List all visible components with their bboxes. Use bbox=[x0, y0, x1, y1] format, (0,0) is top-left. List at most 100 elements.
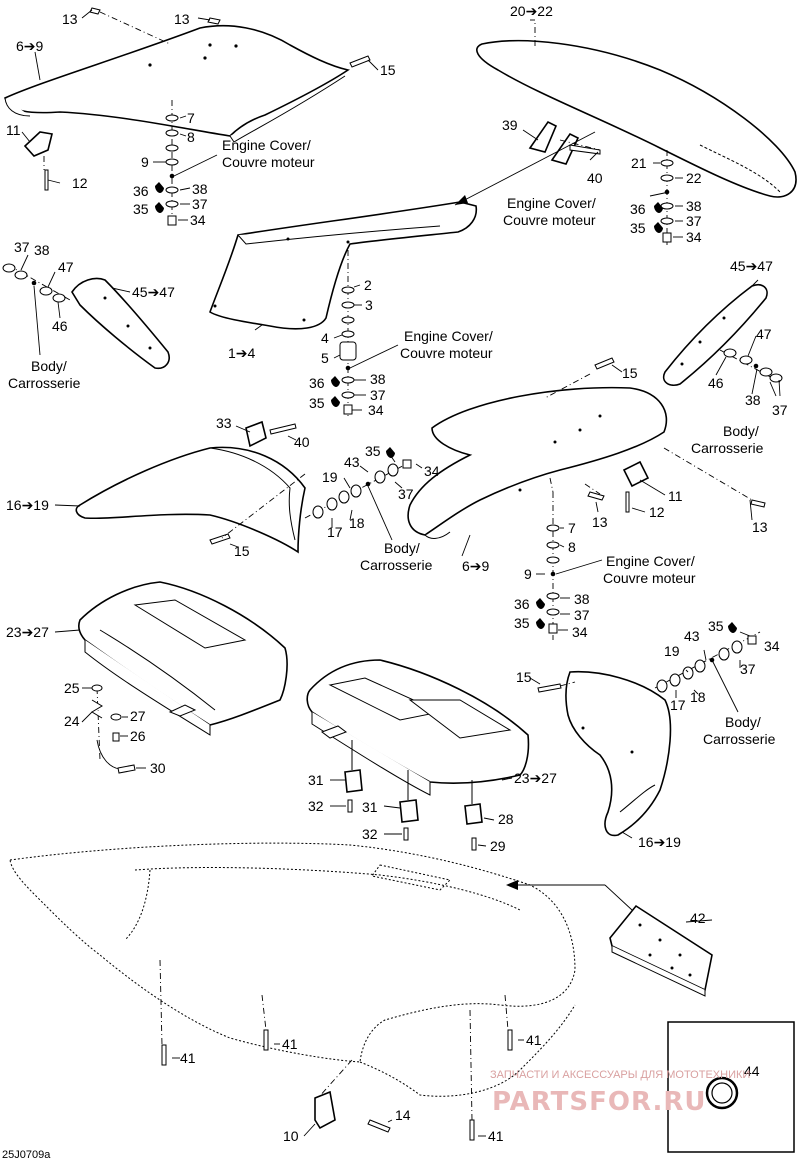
callout-5: 5 bbox=[321, 350, 329, 366]
body-tub bbox=[9, 842, 576, 1097]
callout-38-right: 38 bbox=[745, 392, 761, 408]
engine-cover-label-a-1: Engine Cover/ bbox=[222, 137, 311, 153]
callout-20-22: 20➔22 bbox=[510, 3, 553, 19]
callout-11-mid: 11 bbox=[668, 488, 683, 504]
hardware-backrest-left bbox=[304, 459, 412, 519]
callout-23-27-right: 23➔27 bbox=[514, 770, 557, 786]
callout-41-d: 41 bbox=[488, 1128, 504, 1144]
callout-19-b: 19 bbox=[664, 643, 680, 659]
callout-22: 22 bbox=[686, 170, 702, 186]
engine-cover-label-c-1: Engine Cover/ bbox=[404, 328, 493, 344]
diagram-code: 25J0709a bbox=[2, 1149, 51, 1161]
assembly-arrows bbox=[454, 131, 633, 911]
callout-38-left: 38 bbox=[34, 242, 50, 258]
screws bbox=[44, 7, 766, 1141]
watermark-line-1: ЗАПЧАСТИ И АКСЕССУАРЫ ДЛЯ МОТОТЕХНИКИ bbox=[490, 1069, 750, 1081]
engine-cover-label-a-2: Couvre moteur bbox=[222, 154, 315, 170]
callout-41-b: 41 bbox=[282, 1036, 298, 1052]
callout-8-b: 8 bbox=[568, 539, 576, 555]
callout-4: 4 bbox=[321, 330, 329, 346]
hand-grip-left bbox=[71, 277, 170, 370]
watermark-line-2: PARTSFOR.RU bbox=[492, 1087, 706, 1117]
callout-44: 44 bbox=[744, 1063, 760, 1079]
callout-1-4: 1➔4 bbox=[228, 345, 256, 361]
callout-16-19-right: 16➔19 bbox=[638, 834, 681, 850]
callout-37-a: 37 bbox=[192, 196, 208, 212]
callout-13-top-a: 13 bbox=[62, 11, 78, 27]
seat-lower-left bbox=[78, 581, 288, 736]
backrest-right bbox=[565, 670, 672, 837]
callout-6-9-top: 6➔9 bbox=[16, 38, 44, 54]
seat-lower-middle bbox=[306, 659, 530, 796]
engine-cover-label-c-2: Couvre moteur bbox=[400, 345, 493, 361]
callout-46-right: 46 bbox=[708, 375, 724, 391]
callout-32-a: 32 bbox=[308, 798, 324, 814]
body-label-b-2: Carrosserie bbox=[691, 440, 764, 456]
callout-23-27-left: 23➔27 bbox=[6, 624, 49, 640]
seat-cushion-middle-right bbox=[407, 386, 668, 539]
callout-32-b: 32 bbox=[362, 826, 378, 842]
callout-15-mid: 15 bbox=[622, 365, 638, 381]
callout-25: 25 bbox=[64, 680, 80, 696]
hardware-right-grip bbox=[719, 348, 783, 383]
body-label-b-1: Body/ bbox=[723, 423, 759, 439]
engine-cover-label-b-1: Engine Cover/ bbox=[507, 195, 596, 211]
callout-13-top-b: 13 bbox=[174, 11, 190, 27]
callout-45-47-left: 45➔47 bbox=[132, 284, 175, 300]
hardware-stack-middle-right bbox=[546, 492, 560, 640]
body-label-d-2: Carrosserie bbox=[703, 731, 776, 747]
callout-30: 30 bbox=[150, 760, 166, 776]
callout-35-a: 35 bbox=[133, 201, 149, 217]
callout-33: 33 bbox=[216, 415, 232, 431]
callout-3: 3 bbox=[365, 297, 373, 313]
callout-26: 26 bbox=[130, 728, 146, 744]
brackets-39 bbox=[528, 120, 580, 165]
callout-8-a: 8 bbox=[187, 129, 195, 145]
inset-44 bbox=[667, 1021, 795, 1153]
callout-2: 2 bbox=[364, 277, 372, 293]
body-label-a-1: Body/ bbox=[31, 358, 67, 374]
callout-40-b: 40 bbox=[294, 434, 310, 450]
body-label-d-1: Body/ bbox=[725, 714, 761, 730]
callout-38-b: 38 bbox=[686, 198, 702, 214]
sealant-drop-icons bbox=[155, 182, 737, 633]
callout-38-d: 38 bbox=[574, 591, 590, 607]
callout-16-19-left: 16➔19 bbox=[6, 497, 49, 513]
callout-37-b: 37 bbox=[686, 213, 702, 229]
backrest-left bbox=[75, 420, 306, 554]
callout-34-d: 34 bbox=[424, 463, 440, 479]
callout-41-c: 41 bbox=[526, 1032, 542, 1048]
callout-13-right: 13 bbox=[752, 519, 768, 535]
hardware-stack-top bbox=[165, 100, 179, 226]
callout-17-a: 17 bbox=[327, 524, 343, 540]
leader-lines bbox=[20, 9, 781, 1137]
callout-7-b: 7 bbox=[568, 520, 576, 536]
callout-46-left: 46 bbox=[52, 318, 68, 334]
callout-43-a: 43 bbox=[344, 454, 360, 470]
callout-41-a: 41 bbox=[180, 1050, 196, 1066]
callout-34-e: 34 bbox=[572, 624, 588, 640]
seat-cushion-top-right bbox=[476, 39, 797, 198]
hardware-left-grip bbox=[2, 263, 71, 303]
callout-35-f: 35 bbox=[708, 618, 724, 634]
callout-17-b: 17 bbox=[670, 697, 686, 713]
callout-37-d: 37 bbox=[398, 486, 414, 502]
callout-34-a: 34 bbox=[190, 212, 206, 228]
callout-10: 10 bbox=[283, 1128, 299, 1144]
callout-47-right: 47 bbox=[756, 326, 772, 342]
engine-cover-label-d-1: Engine Cover/ bbox=[606, 553, 695, 569]
callout-35-e: 35 bbox=[514, 615, 530, 631]
callout-34-f: 34 bbox=[764, 638, 780, 654]
hardware-stack-top-right bbox=[660, 150, 674, 245]
seat-brackets bbox=[344, 740, 483, 825]
callout-37-f: 37 bbox=[740, 661, 756, 677]
engine-cover bbox=[209, 201, 478, 330]
callout-37-e: 37 bbox=[574, 607, 590, 623]
callout-14: 14 bbox=[395, 1107, 411, 1123]
callout-21: 21 bbox=[631, 155, 647, 171]
callout-13-mid: 13 bbox=[592, 514, 608, 530]
callout-40-a: 40 bbox=[587, 170, 603, 186]
callout-38-a: 38 bbox=[192, 181, 208, 197]
callout-labels: 13 13 6➔9 15 11 12 7 8 9 Engine Cover/ C… bbox=[2, 3, 788, 1161]
